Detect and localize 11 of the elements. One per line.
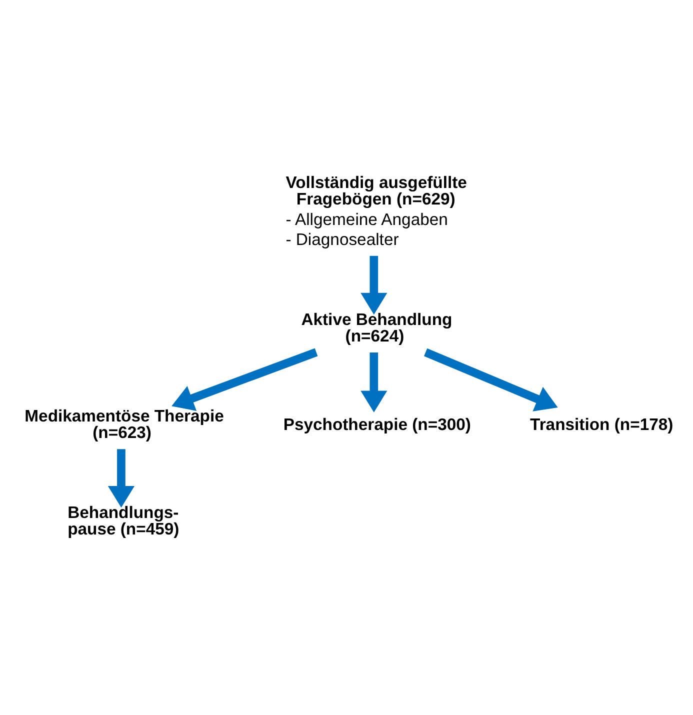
arrow [360,256,388,315]
node-text: Transition (n=178) [530,414,674,434]
node-text: Medikamentöse Therapie (n=623) [24,406,224,442]
node-text: Vollständig ausgefüllte Fragebögen (n=629) - Allgemeine Angaben - Diagnosealter [286,172,467,250]
arrow [108,449,134,508]
node-text: Aktive Behandlung (n=624) [301,310,452,346]
arrow [172,348,318,411]
arrow [424,348,558,412]
node-text: Psychotherapie (n=300) [283,414,471,434]
arrow [360,352,388,412]
node-text: Behandlungs- pause (n=459) [68,503,180,539]
